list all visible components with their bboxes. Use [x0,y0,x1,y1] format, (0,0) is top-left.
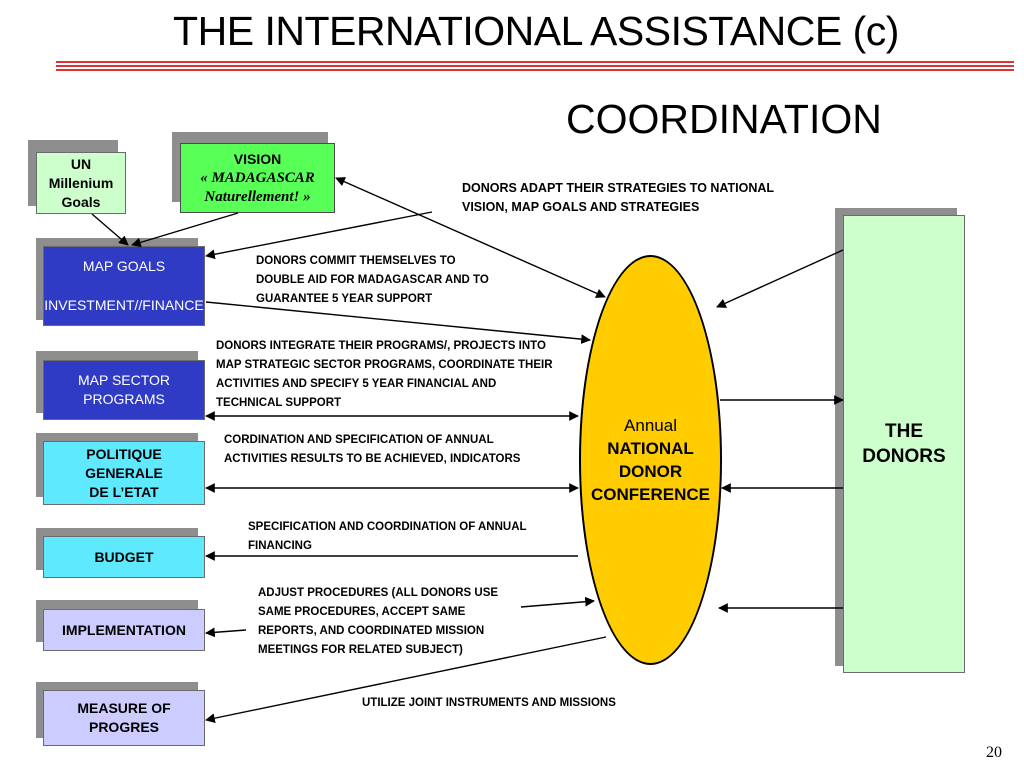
politique-generale-box: POLITIQUE GENERALE DE L’ETAT [43,441,205,505]
note-line: CORDINATION AND SPECIFICATION OF ANNUAL [224,434,494,446]
conference-line: Annual [624,416,677,435]
note-line: MAP STRATEGIC SECTOR PROGRAMS, COORDINAT… [216,359,553,371]
map-sector-programs-box: MAP SECTOR PROGRAMS [43,360,205,420]
note-line: ACTIVITIES RESULTS TO BE ACHIEVED, INDIC… [224,453,521,465]
investment-finance-label: INVESTMENT//FINANCE [44,297,204,313]
conference-line: DONOR [618,462,683,481]
box-line: DE L’ETAT [89,483,159,500]
vision-slogan-line: Naturellement! » [204,188,311,205]
note-line: ADJUST PROCEDURES (ALL DONORS USE [258,587,499,599]
box-line: Millenium [48,174,114,191]
map-goals-box: MAP GOALS INVESTMENT//FINANCE [43,246,205,326]
box-line: MAP SECTOR [77,372,171,388]
implementation-box: IMPLEMENTATION [43,609,205,651]
note-line: ACTIVITIES AND SPECIFY 5 YEAR FINANCIAL … [216,378,497,390]
box-line: Goals [61,193,101,210]
note-cordination: CORDINATION AND SPECIFICATION OF ANNUAL … [224,431,520,469]
slide-title: THE INTERNATIONAL ASSISTANCE (c) [173,8,899,54]
the-donors-box: THE DONORS [843,215,965,673]
map-goals-label: MAP GOALS [82,258,166,274]
box-line: THE [885,421,923,442]
conference-line: CONFERENCE [590,485,710,504]
note-line: TECHNICAL SUPPORT [216,397,342,409]
page-number: 20 [986,744,1002,761]
vision-slogan-line: « MADAGASCAR [200,169,315,186]
box-line: GENERALE [85,464,163,481]
vision-box: VISION « MADAGASCAR Naturellement! » [180,143,335,213]
arrow-vision-to-map-goals [131,212,239,248]
box-line: DONORS [862,446,946,467]
vision-title: VISION [233,150,282,167]
box-line: POLITIQUE [86,445,162,462]
budget-label: BUDGET [94,548,154,565]
note-line: SPECIFICATION AND COORDINATION OF ANNUAL [248,521,527,533]
un-millenium-goals-box: UN Millenium Goals [36,152,126,214]
arrow-map-goals-conference [205,301,591,345]
slide-subtitle: COORDINATION [566,96,882,142]
arrow-conference-map-goals [205,211,433,260]
box-line: PROGRAMS [83,391,165,407]
title-divider [56,61,1014,73]
box-line: MEASURE OF [77,700,171,716]
note-line: DONORS INTEGRATE THEIR PROGRAMS/, PROJEC… [216,340,546,352]
box-line: UN [70,155,92,172]
implementation-label: IMPLEMENTATION [62,621,186,638]
arrow-un-to-map-goals [91,213,129,246]
arrow-adjust-to-conference [520,596,595,608]
box-line: PROGRES [88,719,159,735]
conference-line: NATIONAL [607,439,694,458]
note-line: MEETINGS FOR RELATED SUBJECT) [258,644,463,656]
budget-box: BUDGET [43,536,205,578]
arrow-conference-vision [335,177,606,298]
note-adjust: ADJUST PROCEDURES (ALL DONORS USE SAME P… [258,584,498,660]
note-integrate: DONORS INTEGRATE THEIR PROGRAMS/, PROJEC… [216,337,553,413]
note-line: FINANCING [248,540,312,552]
note-line: UTILIZE JOINT INSTRUMENTS AND MISSIONS [362,697,616,709]
note-line: SAME PROCEDURES, ACCEPT SAME [258,606,466,618]
note-specification: SPECIFICATION AND COORDINATION OF ANNUAL… [248,518,527,556]
arrow-adjust-to-implementation [205,627,247,638]
note-utilize: UTILIZE JOINT INSTRUMENTS AND MISSIONS [362,694,616,713]
arrow-conference-measure [205,636,607,724]
annual-donor-conference-ellipse: Annual NATIONAL DONOR CONFERENCE [579,255,722,665]
note-line: REPORTS, AND COORDINATED MISSION [258,625,485,637]
measure-of-progres-box: MEASURE OF PROGRES [43,690,205,746]
arrow-donors-conference-top [716,249,844,308]
